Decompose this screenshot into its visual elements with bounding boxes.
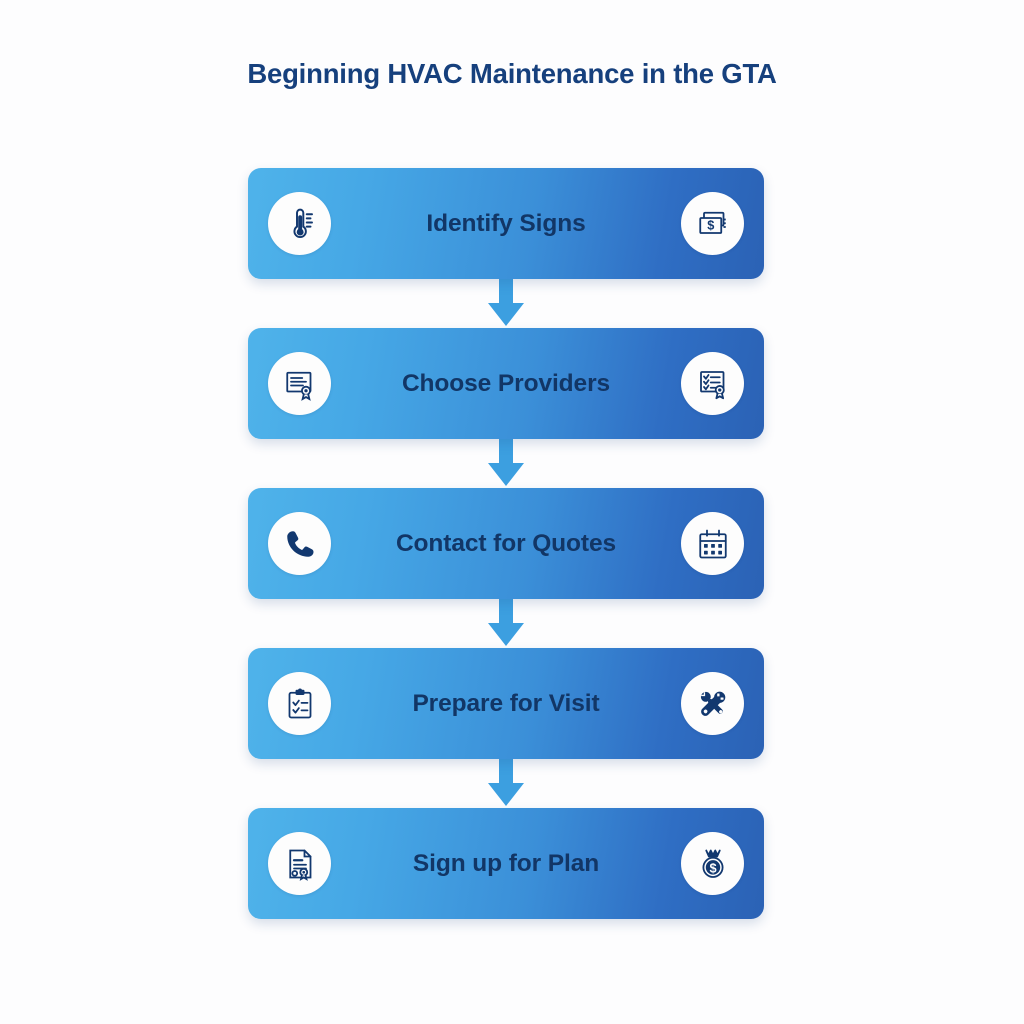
checklist-badge-icon xyxy=(681,352,744,415)
svg-text:$: $ xyxy=(709,860,716,875)
step-box-4[interactable]: Prepare for Visit xyxy=(248,648,764,759)
step-label: Sign up for Plan xyxy=(412,849,600,877)
step-label: Prepare for Visit xyxy=(412,689,600,717)
step-item: Choose Providers xyxy=(248,328,764,488)
phone-icon xyxy=(268,512,331,575)
calendar-icon xyxy=(681,512,744,575)
step-item: Prepare for Visit xyxy=(248,648,764,808)
step-box-3[interactable]: Contact for Quotes xyxy=(248,488,764,599)
step-item: Contact for Quotes xyxy=(248,488,764,648)
step-box-5[interactable]: Sign up for Plan $ xyxy=(248,808,764,919)
page-title: Beginning HVAC Maintenance in the GTA xyxy=(247,58,777,89)
tools-wrench-icon xyxy=(681,672,744,735)
step-label: Contact for Quotes xyxy=(395,529,617,557)
step-item: Identify Signs $ xyxy=(248,168,764,328)
document-seal-icon xyxy=(268,832,331,895)
step-box-2[interactable]: Choose Providers xyxy=(248,328,764,439)
flow-arrow-1 xyxy=(248,279,764,328)
thermometer-icon xyxy=(268,192,331,255)
svg-text:$: $ xyxy=(707,217,714,232)
step-item: Sign up for Plan $ xyxy=(248,808,764,919)
certificate-icon xyxy=(268,352,331,415)
money-bills-icon: $ xyxy=(681,192,744,255)
step-flow-list: Identify Signs $ xyxy=(248,168,764,919)
money-bag-icon: $ xyxy=(681,832,744,895)
step-label: Choose Providers xyxy=(401,369,611,397)
flow-arrow-3 xyxy=(248,599,764,648)
clipboard-checklist-icon xyxy=(268,672,331,735)
flow-arrow-2 xyxy=(248,439,764,488)
flow-arrow-4 xyxy=(248,759,764,808)
step-box-1[interactable]: Identify Signs $ xyxy=(248,168,764,279)
step-label: Identify Signs xyxy=(426,209,586,237)
